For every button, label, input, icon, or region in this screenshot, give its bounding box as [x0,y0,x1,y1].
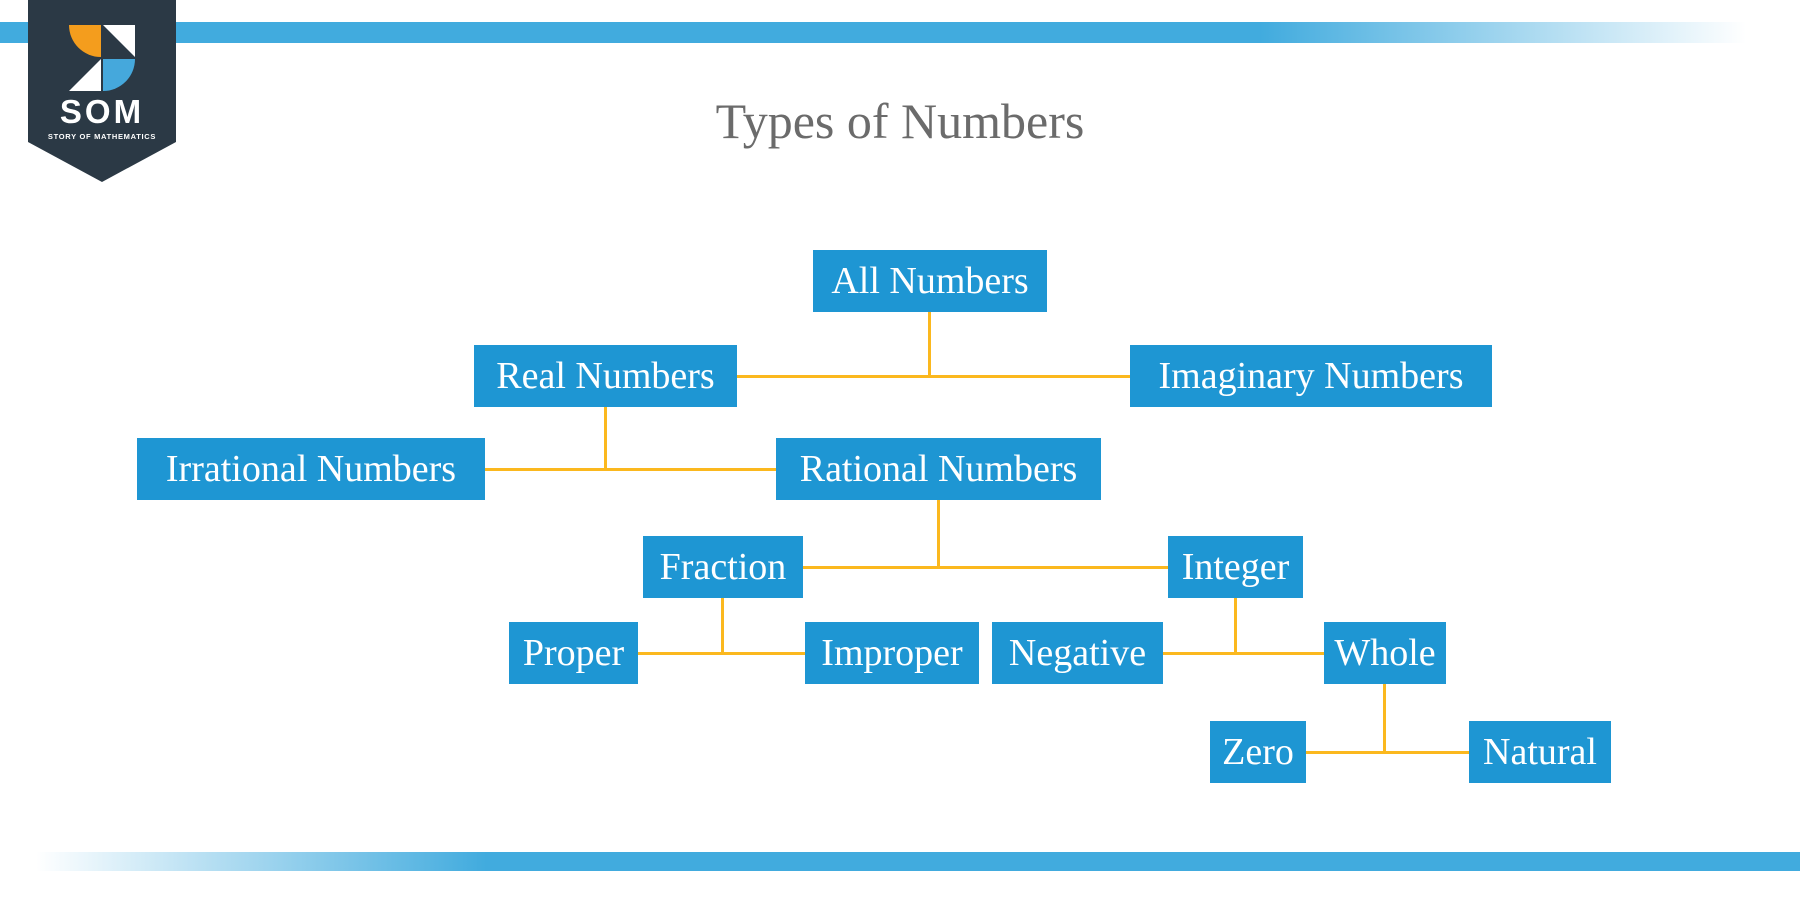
node-zero: Zero [1210,721,1306,783]
node-fraction: Fraction [643,536,803,598]
node-rational-numbers: Rational Numbers [776,438,1101,500]
node-all-numbers: All Numbers [813,250,1047,312]
node-negative: Negative [992,622,1163,684]
logo-tagline: STORY OF MATHEMATICS [47,132,157,141]
connector-integer-vertical [1234,598,1237,655]
connector-negative-whole-horizontal [1163,652,1324,655]
logo-blue-quarter [103,59,135,91]
connector-irrational-rational-horizontal [485,468,776,471]
som-logo-icon [69,25,135,91]
node-whole: Whole [1324,622,1446,684]
connector-fraction-integer-horizontal [803,566,1168,569]
connector-proper-improper-horizontal [638,652,805,655]
connector-fraction-vertical [721,598,724,655]
logo-acronym: SOM [59,93,145,130]
node-proper: Proper [509,622,638,684]
connector-rational-numbers-vertical [937,500,940,569]
logo-orange-quarter [69,25,101,57]
logo-white-triangle-bottom [69,59,101,91]
node-irrational-numbers: Irrational Numbers [137,438,485,500]
node-integer: Integer [1168,536,1303,598]
connector-real-imaginary-horizontal [737,375,1130,378]
node-improper: Improper [805,622,979,684]
connector-all-numbers-vertical [928,312,931,378]
bottom-accent-bar [0,852,1800,871]
som-logo-banner: SOM STORY OF MATHEMATICS [28,0,176,182]
node-imaginary-numbers: Imaginary Numbers [1130,345,1492,407]
connector-zero-natural-horizontal [1306,751,1469,754]
node-natural: Natural [1469,721,1611,783]
connector-real-numbers-vertical [604,407,607,471]
node-real-numbers: Real Numbers [474,345,737,407]
connector-whole-vertical [1383,684,1386,754]
page-title: Types of Numbers [715,93,1085,149]
logo-white-triangle-top [103,25,135,57]
top-accent-bar [0,22,1800,43]
